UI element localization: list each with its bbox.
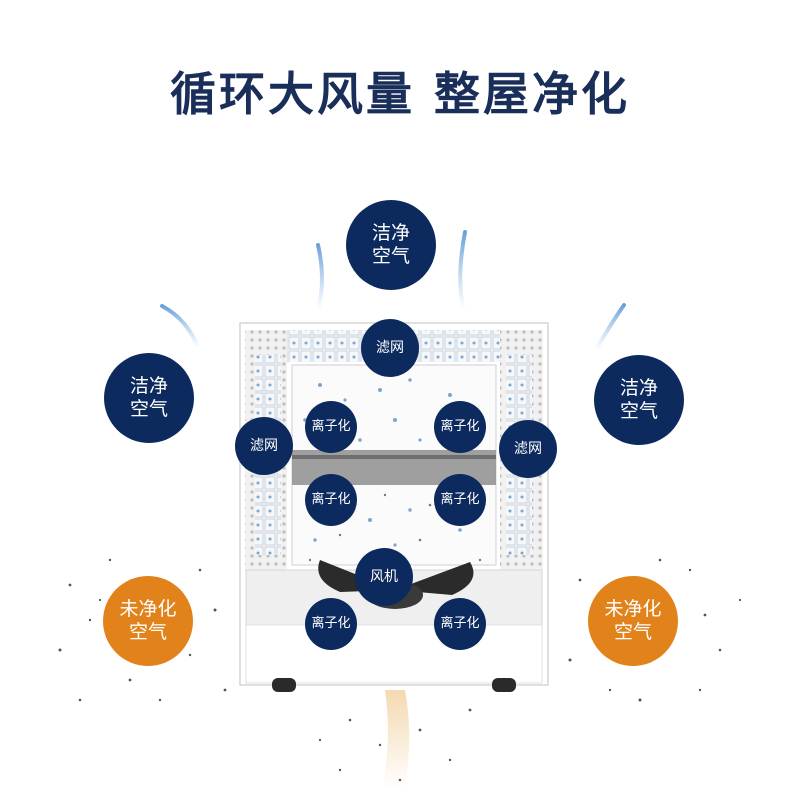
ionization-badge: 离子化 bbox=[305, 598, 357, 650]
ionization-badge: 离子化 bbox=[434, 474, 486, 526]
filter-badge-left: 滤网 bbox=[235, 417, 293, 475]
clean-air-label-line2: 空气 bbox=[619, 400, 658, 422]
clean-air-label-line2: 空气 bbox=[129, 398, 168, 420]
intake-glow bbox=[382, 690, 410, 790]
clean-air-badge-left: 洁净 空气 bbox=[104, 353, 194, 443]
clean-air-badge-top: 洁净 空气 bbox=[346, 200, 436, 290]
ionization-badge: 离子化 bbox=[305, 474, 357, 526]
dirty-air-label-line1: 未净化 bbox=[604, 598, 662, 621]
dirty-air-particles bbox=[58, 558, 742, 782]
dirty-air-label-line2: 空气 bbox=[128, 621, 167, 643]
purifier-body bbox=[239, 322, 549, 692]
ionization-badge: 离子化 bbox=[434, 598, 486, 650]
clean-air-badge-right: 洁净 空气 bbox=[594, 355, 684, 445]
dirty-air-label-line2: 空气 bbox=[613, 621, 652, 643]
clean-air-label-line1: 洁净 bbox=[129, 375, 168, 398]
filter-badge-right: 滤网 bbox=[499, 420, 557, 478]
dirty-air-badge-right: 未净化 空气 bbox=[588, 576, 678, 666]
dirty-air-badge-left: 未净化 空气 bbox=[103, 576, 193, 666]
clean-air-label-line1: 洁净 bbox=[619, 377, 658, 400]
headline: 循环大风量 整屋净化 bbox=[169, 67, 630, 121]
ionization-badge: 离子化 bbox=[434, 401, 486, 453]
filter-badge-top: 滤网 bbox=[361, 319, 419, 377]
clean-air-wisps bbox=[160, 230, 626, 352]
clean-air-label-line2: 空气 bbox=[371, 245, 410, 267]
fan-badge: 风机 bbox=[355, 548, 413, 606]
dirty-air-label-line1: 未净化 bbox=[119, 598, 177, 621]
ionization-badge: 离子化 bbox=[305, 401, 357, 453]
clean-air-label-line1: 洁净 bbox=[371, 222, 410, 245]
